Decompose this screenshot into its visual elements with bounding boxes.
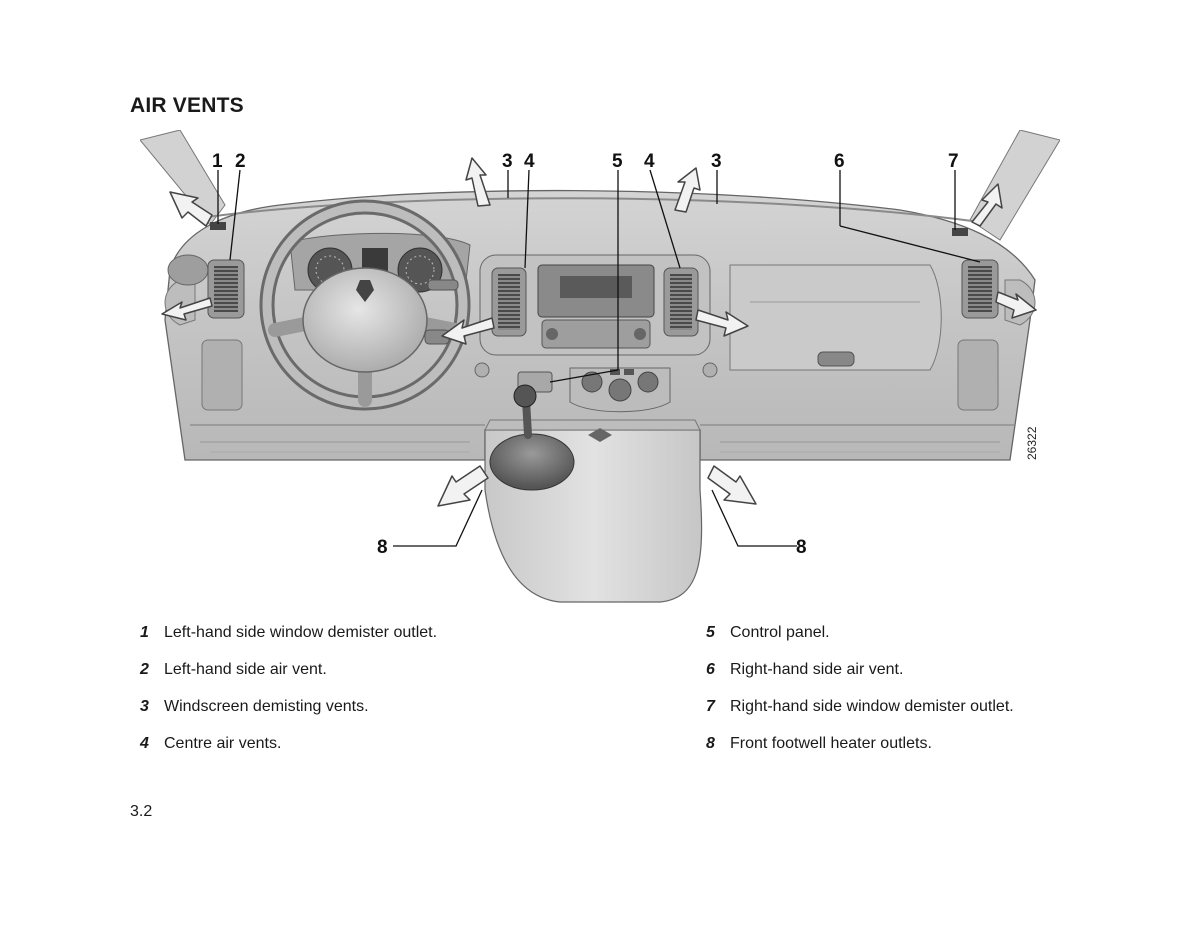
callout-6: 6	[834, 151, 845, 172]
dashboard-figure: 1 2 3 4 5 4 3 6 7 8 8 26322	[140, 130, 1060, 610]
legend-number: 1	[140, 614, 164, 651]
legend-text: Windscreen demisting vents.	[164, 688, 369, 725]
left-knob	[475, 363, 489, 377]
legend-text: Control panel.	[730, 614, 830, 651]
cassette-panel	[542, 320, 650, 348]
legend-number: 6	[706, 651, 730, 688]
left-mirror-mount	[168, 255, 208, 285]
legend-item: 1 Left-hand side window demister outlet.	[140, 614, 437, 651]
callout-4-left: 4	[524, 151, 535, 172]
callout-7: 7	[948, 151, 959, 172]
legend-number: 2	[140, 651, 164, 688]
legend-text: Front footwell heater outlets.	[730, 725, 932, 762]
page-number: 3.2	[130, 803, 152, 821]
legend-text: Left-hand side air vent.	[164, 651, 327, 688]
right-a-pillar	[970, 130, 1060, 240]
figure-reference-number: 26322	[1025, 426, 1039, 460]
right-side-vent-louvers	[968, 266, 992, 312]
radio-display	[560, 276, 632, 298]
dashboard-illustration: 1 2 3 4 5 4 3 6 7 8 8 26322	[140, 130, 1060, 610]
legend-number: 5	[706, 614, 730, 651]
legend-item: 6 Right-hand side air vent.	[706, 651, 1014, 688]
legend-item: 8 Front footwell heater outlets.	[706, 725, 1014, 762]
callout-4-right: 4	[644, 151, 655, 172]
legend-item: 7 Right-hand side window demister outlet…	[706, 688, 1014, 725]
gear-lever-boot	[490, 434, 574, 490]
callout-3-right: 3	[711, 151, 722, 172]
legend-number: 4	[140, 725, 164, 762]
air-distribution-dial	[609, 379, 631, 401]
callout-8-left: 8	[377, 537, 388, 558]
legend-item: 5 Control panel.	[706, 614, 1014, 651]
legend-right-column: 5 Control panel. 6 Right-hand side air v…	[706, 614, 1014, 762]
legend-item: 2 Left-hand side air vent.	[140, 651, 437, 688]
glovebox-handle	[818, 352, 854, 366]
legend-text: Right-hand side window demister outlet.	[730, 688, 1014, 725]
callout-2: 2	[235, 151, 246, 172]
legend-number: 8	[706, 725, 730, 762]
legend-text: Centre air vents.	[164, 725, 281, 762]
legend-item: 3 Windscreen demisting vents.	[140, 688, 437, 725]
legend-number: 7	[706, 688, 730, 725]
legend-left-column: 1 Left-hand side window demister outlet.…	[140, 614, 437, 762]
right-door-pocket	[958, 340, 998, 410]
airflow-arrow-footwell-left	[438, 466, 488, 506]
callout-5: 5	[612, 151, 623, 172]
left-side-vent-louvers	[214, 266, 238, 312]
legend-text: Right-hand side air vent.	[730, 651, 903, 688]
wiper-stalk	[428, 280, 458, 290]
temperature-dial	[638, 372, 658, 392]
legend-number: 3	[140, 688, 164, 725]
callout-8-right: 8	[796, 537, 807, 558]
callout-3-left: 3	[502, 151, 513, 172]
gear-knob	[514, 385, 536, 407]
callout-1: 1	[212, 151, 223, 172]
left-door-pocket	[202, 340, 242, 410]
legend-text: Left-hand side window demister outlet.	[164, 614, 437, 651]
legend-item: 4 Centre air vents.	[140, 725, 437, 762]
page-title: AIR VENTS	[130, 94, 244, 118]
right-knob	[703, 363, 717, 377]
